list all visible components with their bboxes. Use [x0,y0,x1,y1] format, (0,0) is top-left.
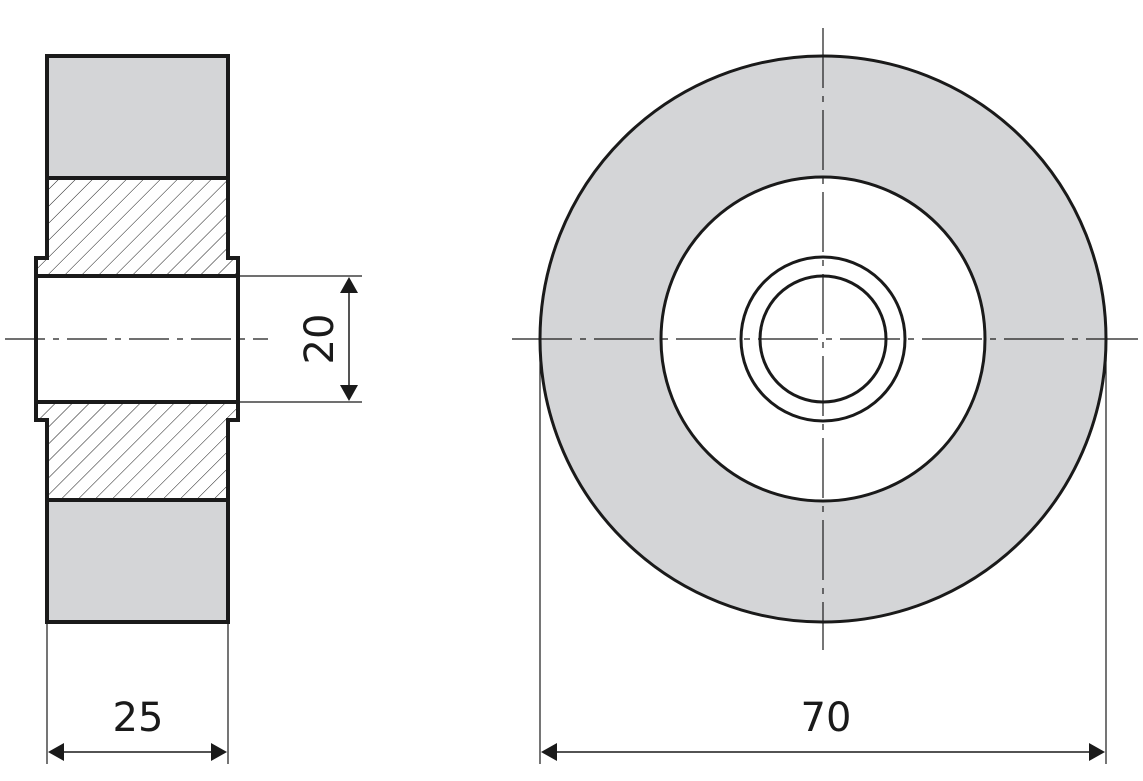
hub-circle [659,175,987,503]
side-section-view: 20 25 [5,54,362,764]
tire-bottom [45,498,230,624]
arrow-left-icon [541,743,557,761]
outer-diameter-label: 70 [801,695,852,741]
bore-diameter-label: 20 [297,314,343,365]
arrow-down-icon [340,385,358,401]
hub-section-bottom [34,400,240,502]
width-label: 25 [113,695,164,741]
arrow-up-icon [340,277,358,293]
arrow-right-icon [211,743,227,761]
hub-section-top [34,176,240,278]
arrow-left-icon [48,743,64,761]
bushing-outer-circle [739,255,907,423]
tire-top [45,54,230,180]
arrow-right-icon [1089,743,1105,761]
front-view: 70 [512,28,1138,764]
